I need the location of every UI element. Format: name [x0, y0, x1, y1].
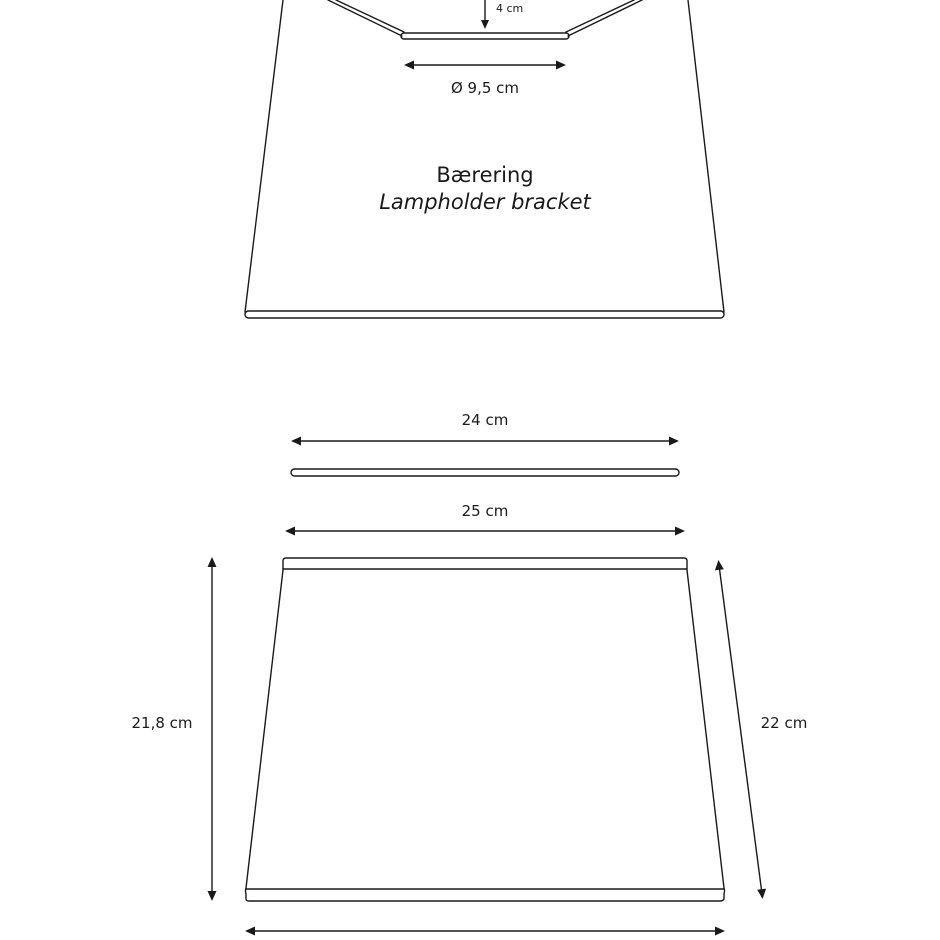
shade-height-dimension: 21,8 cm [131, 557, 217, 901]
diagram-title: Bærering [436, 163, 533, 187]
bracket-spoke-left-inner [335, 0, 405, 33]
lampshade-outline [244, 557, 726, 902]
bracket-frame-outline-right [687, 0, 725, 313]
bracket-frame-outline [244, 0, 284, 313]
bracket-bottom-ring [244, 310, 725, 319]
bracket-spoke-right-inner [565, 0, 635, 33]
shade-top-width-label: 25 cm [462, 502, 509, 520]
bracket-inner-ring [400, 32, 570, 40]
bracket-spoke-left [327, 0, 403, 37]
top-ring [290, 468, 680, 477]
diagram-subtitle: Lampholder bracket [379, 190, 591, 214]
shade-top-width-dimension: 25 cm [285, 502, 685, 536]
bracket-spoke-right [567, 0, 643, 37]
lampshade-drawing [244, 557, 726, 902]
ring-diameter-dimension: Ø 9,5 cm [404, 60, 566, 97]
top-ring-width-label: 24 cm [462, 411, 509, 429]
shade-height-label: 21,8 cm [131, 714, 192, 732]
shade-slant-label: 22 cm [761, 714, 808, 732]
shade-slant-dimension: 22 cm [714, 560, 808, 899]
bracket-drawing [244, 0, 725, 319]
drop-label: 4 cm [496, 2, 523, 15]
ring-diameter-label: Ø 9,5 cm [451, 79, 519, 97]
top-ring-dimension: 24 cm [291, 411, 679, 446]
drop-dimension: 4 cm [481, 0, 523, 29]
shade-bottom-width-dimension [245, 926, 725, 936]
